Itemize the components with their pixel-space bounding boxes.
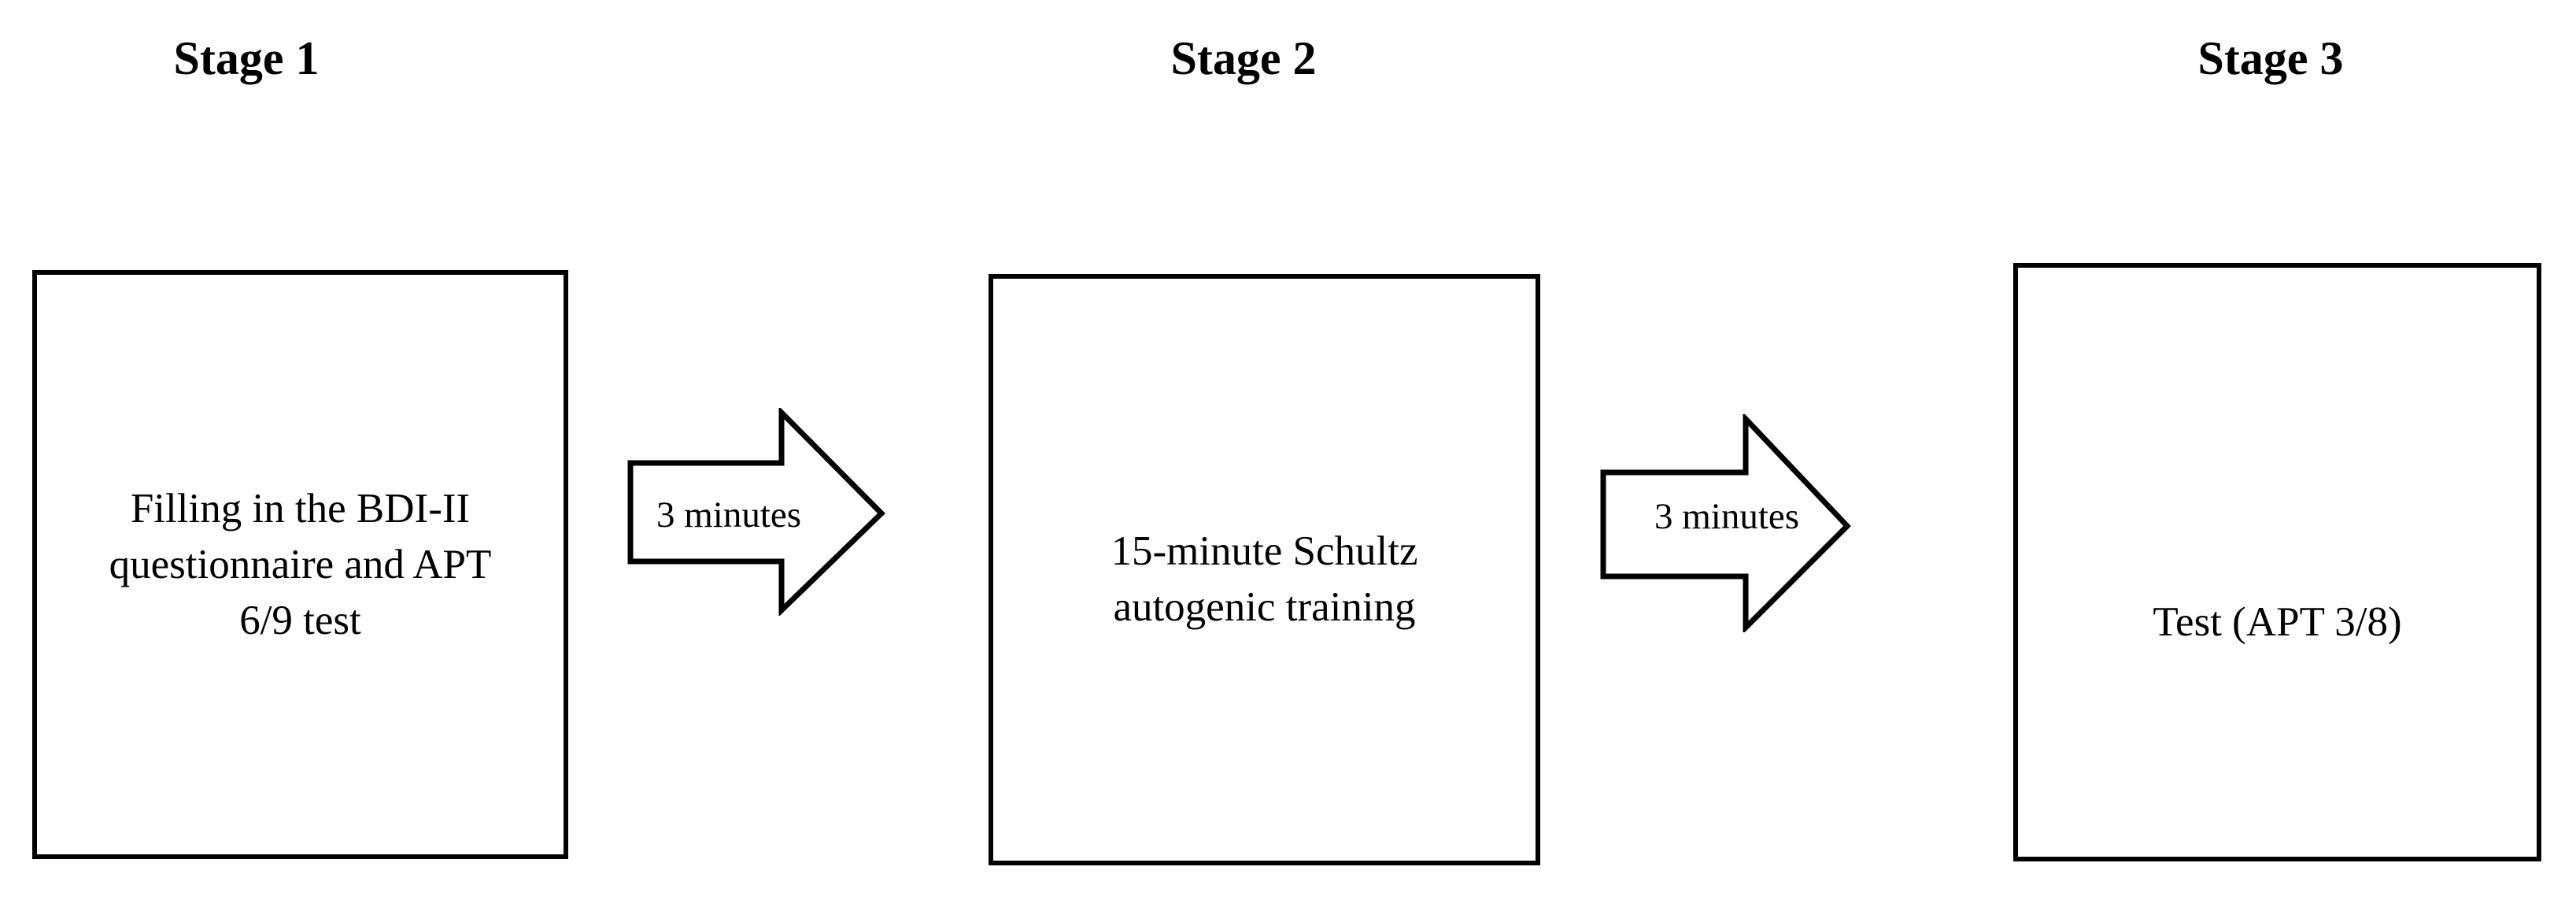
stage-3-box: Test (APT 3/8) <box>2013 263 2541 861</box>
right-block-arrow-icon <box>1600 414 1851 632</box>
stage-2-box-text-line-1: 15-minute Schultz <box>1111 528 1418 574</box>
stage-1-box-text-line-1: Filling in the BDI-II <box>130 485 471 531</box>
stage-1-box-text-line-2: questionnaire and APT <box>109 541 492 587</box>
arrow-1-duration-label: 3 minutes <box>656 494 802 535</box>
stage-3-box-text: Test (APT 3/8) <box>2018 594 2537 650</box>
arrow-2-duration-label: 3 minutes <box>1654 496 1800 537</box>
stage-2-box: 15-minute Schultz autogenic training <box>989 274 1540 865</box>
stage-2-box-text: 15-minute Schultz autogenic training <box>993 524 1536 635</box>
stage-3-heading: Stage 3 <box>2197 32 2344 84</box>
stage-1-box-text: Filling in the BDI-II questionnaire and … <box>37 481 564 649</box>
stage-3-box-text-line-1: Test (APT 3/8) <box>2153 598 2402 645</box>
stage-2-heading: Stage 2 <box>1170 32 1317 84</box>
stage-1-box: Filling in the BDI-II questionnaire and … <box>32 270 568 859</box>
right-block-arrow-icon <box>627 408 885 616</box>
stage-1-box-text-line-3: 6/9 test <box>239 597 361 643</box>
stage-1-heading: Stage 1 <box>173 32 320 84</box>
stage-2-box-text-line-2: autogenic training <box>1113 583 1416 630</box>
